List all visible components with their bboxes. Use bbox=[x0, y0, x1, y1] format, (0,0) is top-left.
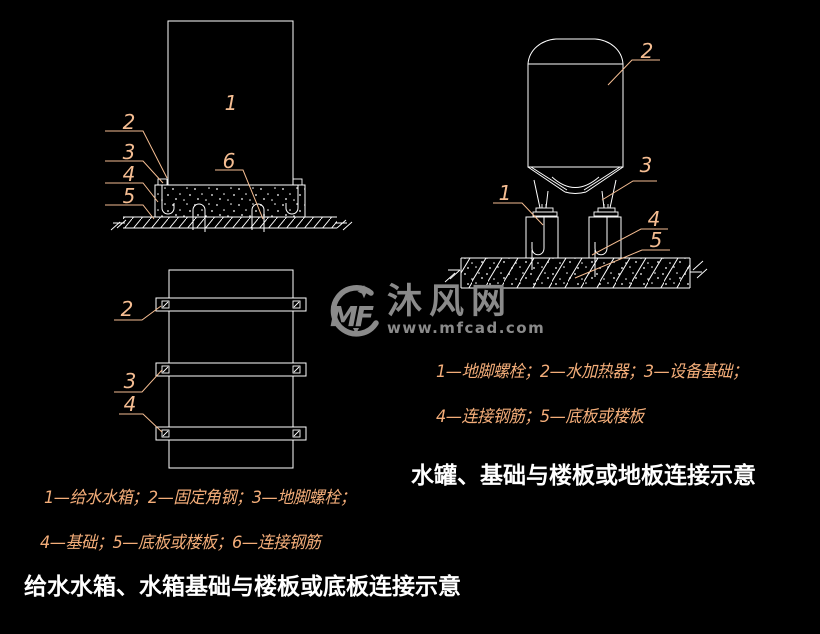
callout-5: 5 bbox=[650, 228, 663, 252]
angle-band-2 bbox=[155, 362, 307, 377]
anchor-bolt-left bbox=[161, 185, 175, 215]
base-plates bbox=[532, 204, 619, 217]
pedestal-left bbox=[525, 216, 559, 259]
watermark-site-url: www.mfcad.com bbox=[387, 319, 546, 337]
angle-band-3 bbox=[155, 426, 307, 441]
tank-section-figure: 1 2 3 4 5 6 bbox=[105, 20, 353, 232]
watermark: MF 沐风网 www.mfcad.com bbox=[323, 284, 545, 342]
mf-logo-icon: MF bbox=[330, 285, 379, 337]
vessel-leg-right bbox=[601, 179, 617, 209]
rebar-loop-right bbox=[251, 203, 265, 232]
vessel-leg-left bbox=[533, 179, 549, 209]
angle-band-1 bbox=[155, 297, 307, 312]
callout-6: 6 bbox=[223, 149, 236, 173]
heater-section-figure: 2 3 1 4 5 bbox=[444, 38, 708, 289]
angle-steel-right bbox=[292, 178, 303, 186]
break-mark-left bbox=[444, 269, 461, 283]
callout-3: 3 bbox=[123, 140, 136, 164]
tank-figure-title: 给水水箱、水箱基础与楼板或底板连接示意 bbox=[24, 574, 461, 600]
heater-vessel bbox=[527, 38, 624, 194]
rebar-loop-left bbox=[192, 203, 206, 232]
break-mark-right bbox=[335, 219, 353, 231]
heater-callouts: 2 3 1 4 5 bbox=[493, 39, 670, 279]
heater-legend-line2: 4—连接钢筋；5—底板或楼板 bbox=[436, 407, 644, 427]
break-mark-left bbox=[110, 219, 127, 231]
tank-plan-callouts: 2 3 4 bbox=[114, 297, 163, 433]
svg-text:MF: MF bbox=[330, 300, 374, 333]
callout-1: 1 bbox=[499, 181, 512, 205]
callout-2: 2 bbox=[121, 297, 134, 321]
callout-4: 4 bbox=[648, 207, 661, 231]
callout-4: 4 bbox=[123, 162, 136, 186]
callout-2: 2 bbox=[123, 110, 136, 134]
callout-4: 4 bbox=[124, 392, 137, 416]
callout-5: 5 bbox=[123, 184, 136, 208]
callout-3: 3 bbox=[124, 369, 137, 393]
tank-legend-line2: 4—基础；5—底板或楼板；6—连接钢筋 bbox=[40, 533, 321, 553]
tank-legend-line1: 1—给水水箱；2—固定角钢；3—地脚螺栓； bbox=[44, 488, 356, 508]
floor-slab bbox=[110, 216, 353, 231]
tank-foundation bbox=[154, 184, 306, 218]
callout-3: 3 bbox=[640, 153, 653, 177]
tank-plan-figure: 2 3 4 bbox=[114, 269, 307, 469]
heater-legend-line1: 1—地脚螺栓；2—水加热器；3—设备基础； bbox=[436, 362, 748, 382]
tank-section-callouts: 1 2 3 4 5 6 bbox=[105, 91, 264, 220]
callout-2: 2 bbox=[641, 39, 654, 63]
callout-1: 1 bbox=[225, 91, 238, 115]
break-mark-right bbox=[690, 260, 708, 279]
heater-figure-title: 水罐、基础与楼板或地板连接示意 bbox=[411, 463, 756, 489]
watermark-site-name: 沐风网 bbox=[387, 282, 514, 322]
heater-floor-slab bbox=[444, 257, 708, 289]
pedestal-right bbox=[588, 216, 622, 259]
anchor-bolt-right bbox=[285, 185, 299, 215]
